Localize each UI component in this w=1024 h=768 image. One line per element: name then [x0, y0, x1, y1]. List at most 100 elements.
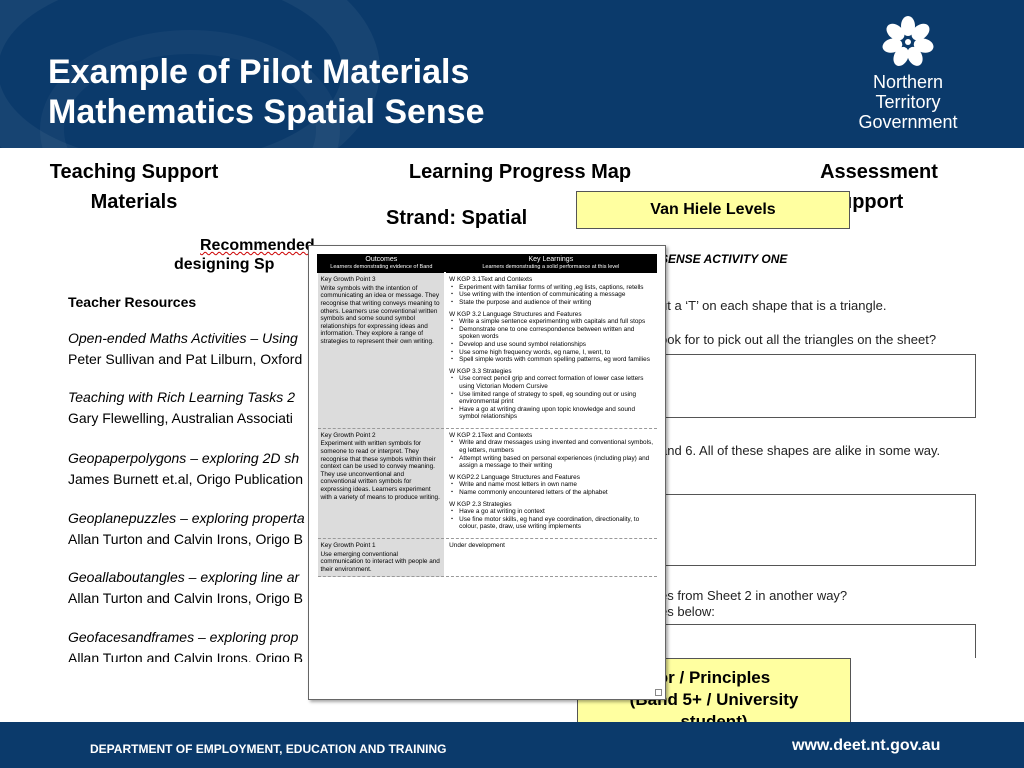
slide-title-line2: Mathematics Spatial Sense	[48, 93, 485, 131]
learning-bullet: Name commonly encountered letters of the…	[449, 489, 653, 497]
van-hiele-levels-note: Van Hiele Levels	[576, 191, 850, 229]
key-growth-point-name: Key Growth Point 2	[320, 431, 376, 439]
resource-author: Peter Sullivan and Pat Lilburn, Oxford	[68, 351, 303, 367]
learning-group-heading: W KGP 2.3 Strategies	[449, 500, 512, 508]
learning-group: W KGP 2.1Text and ContextsWrite and draw…	[449, 432, 653, 470]
learning-group-heading: W KGP2.2 Language Structures and Feature…	[449, 473, 580, 481]
resource-author: Gary Flewelling, Australian Associati	[68, 410, 293, 426]
logo-text-line1: Northern	[872, 72, 944, 92]
resource-author: James Burnett et.al, Origo Publication	[68, 471, 304, 487]
learning-progress-map-document[interactable]: Outcomes Learners demonstrating evidence…	[308, 245, 666, 700]
column-heading-assessment-support: upport	[840, 191, 904, 213]
resource-title: Geoplanepuzzles – exploring properta	[68, 510, 305, 526]
slide-title-line1: Example of Pilot Materials	[48, 53, 470, 91]
resource-item: Geofacesandframes – exploring prop Allan…	[68, 627, 320, 662]
logo-text-line3: Government	[858, 112, 958, 132]
logo-text-line2: Territory	[875, 92, 941, 112]
logo-text: Northern Territory Government	[838, 72, 978, 132]
footer-department: DEPARTMENT OF EMPLOYMENT, EDUCATION AND …	[90, 742, 447, 756]
resources-heading-line2: designing Sp	[174, 256, 275, 273]
resource-author: Allan Turton and Calvin Irons, Origo B	[68, 650, 304, 662]
resource-item: Geopaperpolygons – exploring 2D sh James…	[68, 448, 320, 490]
learning-bullet: State the purpose and audience of their …	[449, 299, 653, 307]
assessment-activity-document: SENSE ACTIVITY ONE ut a ‘T’ on each shap…	[640, 244, 980, 658]
learning-group-heading: W KGP 3.3 Strategies	[449, 367, 512, 375]
resource-title: Geopaperpolygons – exploring 2D sh	[68, 450, 300, 466]
resource-title: Geoallaboutangles – exploring line ar	[68, 569, 300, 585]
column-heading-progress-map: Learning Progress Map	[408, 161, 632, 183]
resize-handle[interactable]	[655, 689, 662, 696]
resource-title: Geofacesandframes – exploring prop	[68, 629, 299, 645]
teacher-resources-document: Recommended Level Two Resources for desi…	[60, 232, 320, 662]
learning-bullet: Write and draw messages using invented a…	[449, 439, 653, 454]
key-learnings-column-header: Key Learnings Learners demonstrating a s…	[444, 253, 658, 274]
activity-line: es from Sheet 2 in another way?	[660, 588, 848, 603]
column-heading-strand: Strand: Spatial	[386, 207, 528, 229]
activity-answer-box	[660, 494, 976, 566]
activity-line: ut a ‘T’ on each shape that is a triangl…	[660, 298, 887, 313]
column-heading-assessment: Assessment	[820, 161, 938, 183]
resource-author: Allan Turton and Calvin Irons, Origo B	[68, 531, 304, 547]
learning-group-heading: W KGP 3.2 Language Structures and Featur…	[449, 310, 582, 318]
resources-section-title: Teacher Resources	[68, 294, 197, 310]
learning-bullet: Use correct pencil grip and correct form…	[449, 375, 653, 390]
learning-group: W KGP 2.3 StrategiesHave a go at writing…	[449, 501, 653, 531]
key-learnings-header-label: Key Learnings	[528, 256, 574, 263]
slide-title: Example of Pilot Materials Mathematics S…	[48, 52, 485, 132]
learning-group: W KGP 3.2 Language Structures and Featur…	[449, 311, 653, 364]
footer-url[interactable]: www.deet.nt.gov.au	[792, 737, 941, 754]
resource-item: Geoplanepuzzles – exploring properta All…	[68, 508, 320, 550]
resource-item: Teaching with Rich Learning Tasks 2 Gary…	[68, 387, 320, 429]
resource-item: Geoallaboutangles – exploring line ar Al…	[68, 567, 320, 609]
key-growth-point-description: Use emerging conventional communication …	[320, 550, 440, 573]
column-heading-teaching-support: Teaching Support Materials	[20, 157, 248, 217]
principles-note-line2: (Band 5+ / University	[629, 690, 799, 709]
activity-answer-box	[660, 624, 976, 658]
activity-line: and 6. All of these shapes are alike in …	[660, 443, 941, 458]
resources-heading: Recommended Level Two Resources for desi…	[174, 236, 320, 274]
learning-group: W KGP2.2 Language Structures and Feature…	[449, 474, 653, 497]
key-learnings-cell: W KGP 2.1Text and ContextsWrite and draw…	[445, 428, 657, 540]
learning-bullet: Write a simple sentence experimenting wi…	[449, 318, 653, 326]
activity-title: SENSE ACTIVITY ONE	[660, 252, 788, 266]
progress-map-table: Outcomes Learners demonstrating evidence…	[317, 253, 658, 578]
outcomes-header-sublabel: Learners demonstrating evidence of Band	[330, 263, 433, 270]
column-heading-teaching-line2: Materials	[90, 191, 178, 213]
learning-bullet: Attempt writing based on personal experi…	[449, 455, 653, 470]
learning-group-heading: W KGP 3.1Text and Contexts	[449, 276, 533, 284]
flower-emblem-icon	[882, 16, 934, 66]
key-learnings-cell: W KGP 3.1Text and ContextsExperiment wit…	[445, 272, 657, 429]
learning-bullet: Spell simple words with common spelling …	[449, 356, 653, 364]
resource-item: Open-ended Maths Activities – Using Pete…	[68, 328, 320, 370]
activity-answer-box	[660, 354, 976, 418]
key-learnings-cell: Under development	[445, 538, 657, 578]
learning-bullet: Use fine motor skills, eg hand eye coord…	[449, 516, 653, 531]
learning-bullet: Develop and use sound symbol relationshi…	[449, 341, 653, 349]
column-heading-teaching-line1: Teaching Support	[49, 161, 219, 183]
learning-bullet: Write and name most letters in own name	[449, 481, 653, 489]
key-growth-point-description: Write symbols with the intention of comm…	[320, 284, 440, 345]
learning-bullet: Have a go at writing in context	[449, 508, 653, 516]
key-growth-point-name: Key Growth Point 3	[320, 276, 376, 284]
key-growth-point-description: Experiment with written symbols for some…	[320, 440, 440, 501]
nt-government-logo: Northern Territory Government	[838, 14, 978, 138]
key-growth-point-name: Key Growth Point 1	[320, 542, 376, 549]
learning-bullet: Use some high frequency words, eg name, …	[449, 349, 653, 357]
learning-bullet: Have a go at writing drawing upon topic …	[449, 406, 653, 421]
progress-map-header-row: Outcomes Learners demonstrating evidence…	[317, 253, 658, 274]
activity-line: es below:	[660, 604, 715, 619]
activity-line: ook for to pick out all the triangles on…	[660, 332, 937, 347]
slide-header: Example of Pilot Materials Mathematics S…	[0, 0, 1024, 148]
outcomes-column-header: Outcomes Learners demonstrating evidence…	[317, 253, 446, 274]
learning-group: W KGP 3.1Text and ContextsExperiment wit…	[449, 276, 653, 306]
learning-bullet: Use limited range of strategy to spell, …	[449, 391, 653, 406]
learning-group: W KGP 3.3 StrategiesUse correct pencil g…	[449, 368, 653, 421]
resource-title: Open-ended Maths Activities – Using	[68, 330, 298, 346]
